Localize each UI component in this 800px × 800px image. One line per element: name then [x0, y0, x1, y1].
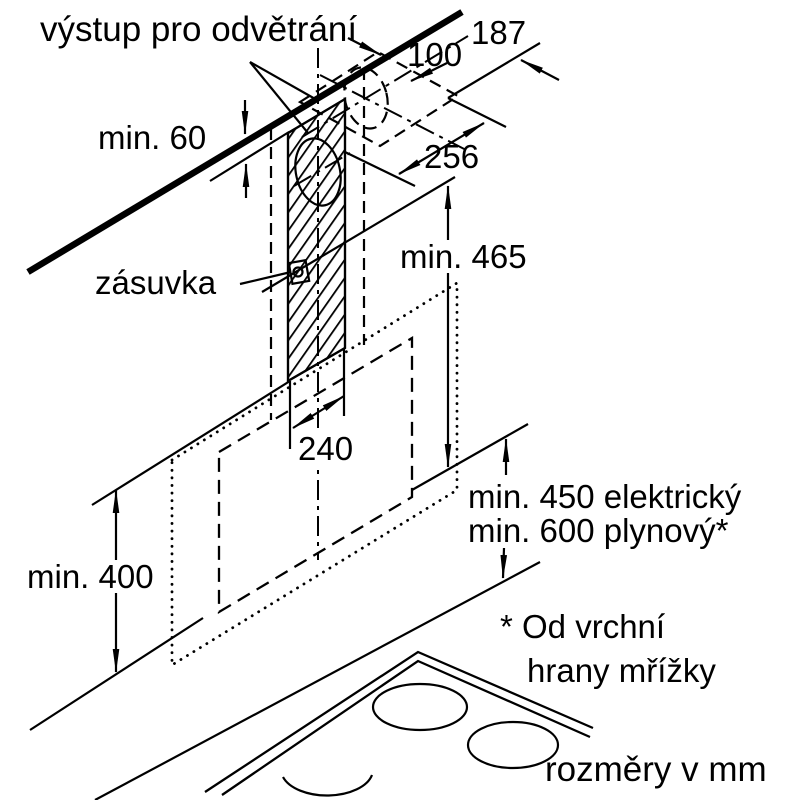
duct-projection-dashed	[269, 35, 471, 420]
label-footnote-2: hrany mřížky	[527, 652, 716, 689]
label-dim-100: 100	[407, 36, 463, 73]
label-dim-240: 240	[296, 430, 356, 467]
cooktop-edge-outer	[204, 650, 594, 793]
vent-leader-2	[249, 61, 318, 101]
dim-arrow-100	[410, 62, 448, 82]
dim-240-group	[288, 348, 346, 449]
label-socket: zásuvka	[95, 264, 217, 301]
ceiling-edge-line	[26, 9, 464, 275]
duct-depth-centerline	[319, 74, 471, 153]
vent-hole-ellipse	[294, 137, 342, 207]
hood-rear-dashed-outline	[217, 335, 414, 615]
label-dim-256: 256	[424, 138, 480, 175]
duct-wall-centerline	[301, 35, 469, 138]
burner-right	[466, 720, 560, 770]
label-min-400: min. 400	[25, 558, 156, 595]
dim-line-256	[398, 122, 485, 175]
wall-edge-upper	[91, 380, 291, 506]
label-vent-outlet: výstup pro odvětrání	[40, 10, 358, 49]
label-units-note: rozměry v mm	[545, 750, 767, 789]
dim-465-group	[261, 176, 456, 468]
label-min-60: min. 60	[98, 119, 207, 156]
label-min-450-electric: min. 450 elektrický	[468, 478, 742, 515]
extension-line-256	[344, 151, 416, 187]
cooktop-group	[94, 561, 594, 800]
extension-line-corner	[447, 97, 507, 128]
vent-leader-1	[249, 61, 309, 134]
vent-hole-cross-centerline	[293, 152, 351, 187]
wall-edge-lower	[29, 617, 204, 731]
duct-projection-outline	[297, 50, 461, 148]
extension-line-465-top	[261, 176, 456, 293]
socket-leader-line	[239, 270, 292, 286]
wall-section-hatched	[239, 48, 351, 560]
extension-line-187	[447, 42, 541, 99]
hood-bottom-extension-line	[411, 423, 529, 491]
ceiling-line-group	[26, 9, 464, 275]
hood-outlines	[170, 280, 459, 668]
top-dimensions	[344, 37, 560, 187]
label-footnote-1: * Od vrchní	[500, 608, 666, 645]
vent-hole-dashed-ellipse	[343, 66, 389, 130]
min60-offset-line	[209, 131, 290, 182]
dim-arrow-450-down	[500, 547, 508, 579]
burner-left-partial	[282, 774, 374, 797]
label-min-600-gas: min. 600 plynový*	[468, 512, 729, 549]
wall-section-hatch	[286, 97, 347, 383]
dim-line-240	[292, 395, 345, 429]
dim-arrow-187-wall	[347, 37, 382, 56]
burner-center	[371, 682, 469, 732]
label-min-465: min. 465	[398, 238, 529, 275]
dim-450-600-group	[411, 423, 529, 579]
power-socket-box	[287, 258, 311, 286]
cooktop-edge-inner	[221, 659, 591, 796]
worktop-rear-edge	[94, 561, 541, 800]
vent-outlet-leaders	[249, 61, 318, 134]
dim-400-group	[29, 380, 291, 731]
label-dim-187: 187	[471, 14, 527, 51]
dim-arrow-187	[520, 59, 560, 81]
